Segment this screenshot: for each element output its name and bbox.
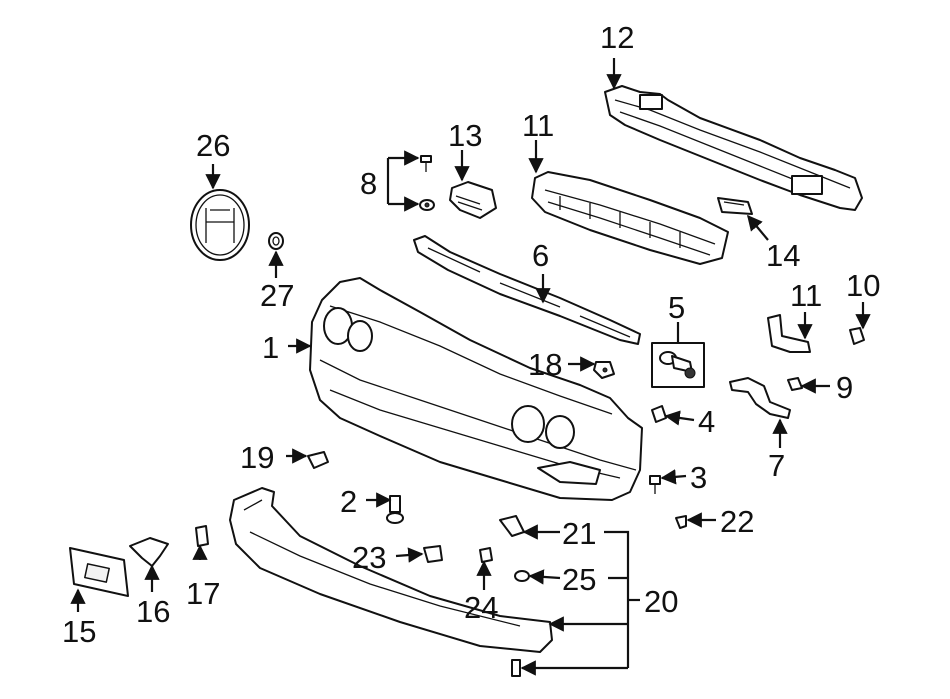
- part-15-license-bracket: [69, 547, 129, 597]
- callout-21: 21: [562, 516, 596, 551]
- part-1-bumper-cover: [309, 277, 643, 501]
- part-16-bracket: [129, 537, 169, 567]
- part-7-side-bracket: [729, 377, 791, 419]
- callout-14: 14: [766, 238, 800, 273]
- callout-16: 16: [136, 594, 170, 629]
- callout-11-top: 11: [522, 108, 554, 143]
- part-11-side-bracket: [767, 314, 811, 353]
- part-2-clip: [386, 495, 404, 524]
- part-21-bracket: [499, 515, 525, 537]
- part-17-clip: [195, 525, 209, 547]
- part-6-upper-retainer: [413, 235, 641, 345]
- callout-19: 19: [240, 440, 274, 475]
- callout-10: 10: [846, 268, 880, 303]
- part-24-clip: [479, 547, 493, 563]
- part-5-fastener-set: [651, 342, 705, 388]
- callout-25: 25: [562, 562, 596, 597]
- callout-6: 6: [532, 238, 549, 273]
- callout-26: 26: [196, 128, 230, 163]
- callout-1: 1: [262, 330, 279, 365]
- callout-27: 27: [260, 278, 294, 313]
- part-4-clip: [651, 405, 667, 423]
- part-3-clip: [649, 475, 661, 494]
- callout-17: 17: [186, 576, 220, 611]
- callout-7: 7: [768, 448, 785, 483]
- part-22-clip: [675, 515, 687, 529]
- callout-23: 23: [352, 540, 386, 575]
- callout-9: 9: [836, 370, 853, 405]
- part-14-bracket: [717, 197, 753, 215]
- callout-11-right: 11: [790, 278, 822, 313]
- callout-20: 20: [644, 584, 678, 619]
- callout-3: 3: [690, 460, 707, 495]
- part-18-clip: [593, 361, 615, 379]
- part-26-emblem: [190, 189, 250, 261]
- part-27-grommet: [268, 232, 284, 250]
- callout-22: 22: [720, 504, 754, 539]
- callout-labels: 12 11 13 8 26 27 6 1 5 18 14 11 10 9 4 7…: [62, 20, 880, 649]
- part-19-plug: [307, 451, 329, 469]
- part-11-energy-absorber: [531, 171, 729, 265]
- part-13-duct: [449, 181, 497, 219]
- part-9-clip: [787, 377, 803, 391]
- callout-13: 13: [448, 118, 482, 153]
- callout-24: 24: [464, 590, 498, 625]
- callout-18: 18: [528, 347, 562, 382]
- leader-lines: [70, 58, 871, 676]
- part-10-clip: [849, 327, 865, 345]
- part-23-clip: [423, 545, 443, 563]
- callout-4: 4: [698, 404, 715, 439]
- part-12-bumper-reinforcement: [604, 85, 863, 211]
- part-8-bolt-nut: [419, 155, 435, 211]
- callout-8: 8: [360, 166, 377, 201]
- callout-15: 15: [62, 614, 96, 649]
- part-25-clip: [514, 570, 530, 582]
- callout-5: 5: [668, 290, 685, 325]
- callout-12: 12: [600, 20, 634, 55]
- callout-2: 2: [340, 484, 357, 519]
